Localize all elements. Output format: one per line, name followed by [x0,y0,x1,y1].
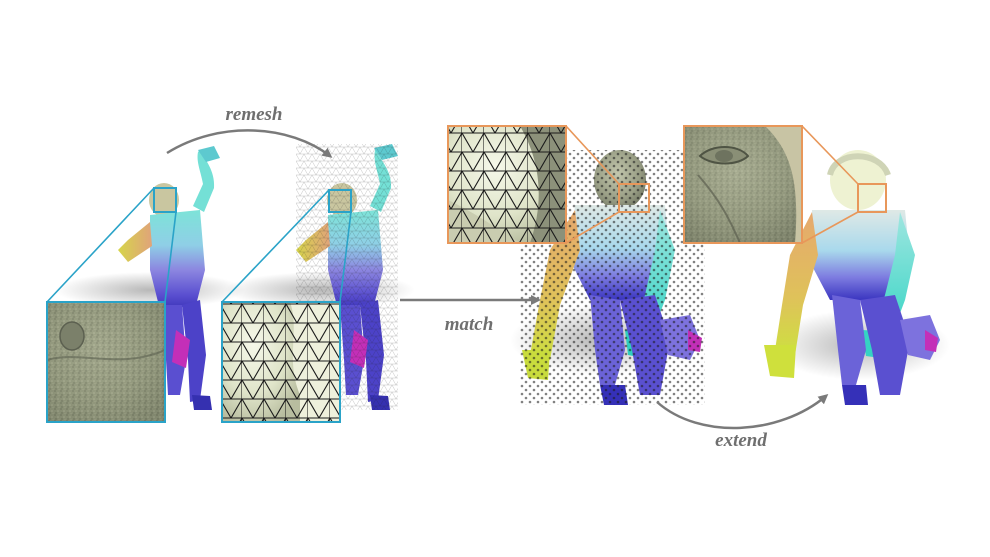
remesh-arrow [166,129,333,158]
extend-arrow [656,394,829,430]
face-locator-box [857,183,887,213]
inset-matched-mesh [447,125,567,244]
matched-statue-figure [520,150,705,405]
panel-original-scan [46,146,245,423]
panel-matched [447,125,705,405]
remesh-label: remesh [226,104,283,125]
head-locator-box [153,187,177,213]
head-locator-box [328,189,352,213]
inset-triangulated [221,301,341,423]
panel-remeshed [221,144,415,423]
panel-extended [683,125,950,405]
standing-statue-figure [118,146,220,410]
inset-dense-scan [46,301,166,423]
face-locator-box [618,183,650,213]
extend-label: extend [715,430,767,451]
extended-statue-figure [764,150,940,405]
inset-extended-face [683,125,803,244]
match-label: match [445,314,494,335]
